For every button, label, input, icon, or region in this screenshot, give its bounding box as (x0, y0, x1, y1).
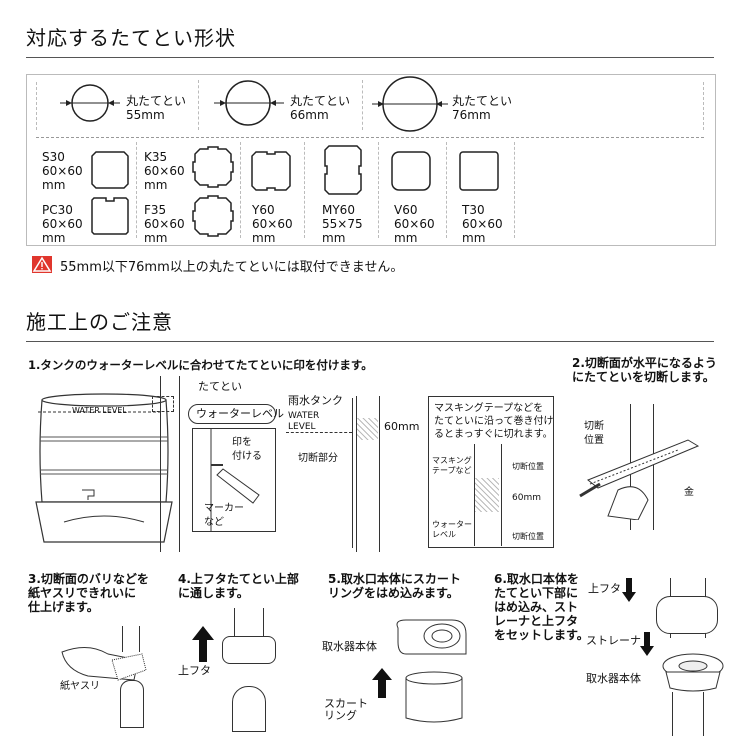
down-arrow-icon (622, 578, 636, 606)
rain-tank-label: 雨水タンク (288, 394, 343, 407)
shape-s30-label: S30 60×60 mm (42, 150, 83, 192)
step5-body-label: 取水器本体 (322, 640, 377, 653)
my60-outline (323, 144, 363, 196)
panel-divider (36, 137, 704, 139)
dim-60mm: 60mm (384, 420, 420, 433)
masking-tape-label: マスキング テープなど (432, 456, 472, 475)
f35-outline (192, 195, 234, 237)
masking-detail-box (428, 396, 554, 548)
cut-part-label: 切断部分 (298, 453, 338, 464)
shape-k35-label: K35 60×60 mm (144, 150, 185, 192)
mark-detail-box (192, 428, 276, 532)
y60-outline (250, 150, 292, 192)
strainer-drawing (658, 648, 728, 698)
shape-my60-label: MY60 55×75 mm (322, 203, 363, 245)
saw-label: 金 (684, 487, 694, 498)
section-title-shapes: 対応するたてとい形状 (26, 26, 236, 50)
masking-note: マスキングテープなどを たてといに沿って巻き付け るとまっすぐに切れます。 (434, 403, 554, 440)
skirt-label: スカート リング (324, 697, 368, 722)
v60-outline (390, 150, 432, 192)
shape-pc30-label: PC30 60×60 mm (42, 203, 83, 245)
round-pipe-76 (370, 76, 450, 136)
step6-body-label: 取水器本体 (586, 672, 641, 685)
title-divider (26, 57, 714, 58)
shape-v60-label: V60 60×60 mm (394, 203, 435, 245)
step6-text: 6.取水口本体を たてとい下部に はめ込み、スト レーナと上フタ をセットします… (494, 572, 589, 642)
step3-text: 3.切断面のバリなどを 紙ヤスリできれいに 仕上げます。 (28, 572, 149, 614)
down-arrow-icon-2 (640, 632, 654, 660)
up-arrow-icon (192, 626, 214, 666)
round-66-label: 丸たてとい 66mm (290, 94, 351, 122)
marker-label: マーカー など (204, 503, 244, 528)
lid-drawing (222, 636, 276, 664)
gutter-pipe-cut (356, 396, 380, 552)
strainer-label: ストレーナ (586, 634, 641, 647)
tank-water-level-label: WATER LEVEL (72, 406, 127, 415)
side-water-level-label: WATER LEVEL (288, 411, 320, 432)
warning-icon (32, 256, 52, 273)
step6-lid-drawing (656, 596, 718, 634)
cut-pos-bottom: 切断位置 (512, 532, 544, 541)
s30-outline (90, 150, 130, 190)
shapes-panel (26, 74, 716, 246)
notes-divider (26, 341, 714, 342)
section-title-notes: 施工上のご注意 (26, 310, 173, 334)
step2-text: 2.切断面が水平になるよう にたてといを切断します。 (572, 356, 717, 384)
step4-lid-label: 上フタ (178, 664, 211, 677)
sandpaper-label: 紙ヤスリ (60, 681, 100, 692)
dim-60mm-b: 60mm (512, 493, 541, 503)
shape-f35-label: F35 60×60 mm (144, 203, 185, 245)
gutter-label: たてとい (198, 380, 242, 393)
gutter-pipe (160, 376, 180, 552)
step4-text: 4.上フタたてとい上部 に通します。 (178, 572, 299, 600)
k35-outline (192, 146, 234, 188)
sandpaper-hand (58, 640, 148, 694)
water-level-small: ウォーター レベル (432, 520, 472, 539)
shape-t30-label: T30 60×60 mm (462, 203, 503, 245)
step1-text: 1.タンクのウォーターレベルに合わせてたてといに印を付けます。 (28, 358, 373, 372)
warning-text: 55mm以下76mm以上の丸たてといには取付できません。 (60, 260, 404, 275)
shape-y60-label: Y60 60×60 mm (252, 203, 293, 245)
t30-outline (458, 150, 500, 192)
round-pipe-55 (60, 83, 124, 127)
step6-lid-label: 上フタ (588, 582, 621, 595)
round-pipe-66 (214, 79, 286, 131)
saw-drawing (578, 410, 708, 524)
step2-cut-label: 切断 位置 (584, 421, 604, 446)
water-level-bubble: ウォーターレベル (196, 407, 284, 420)
pc30-outline (90, 196, 130, 236)
intake-body-drawing (392, 618, 472, 732)
round-76-label: 丸たてとい 76mm (452, 94, 513, 122)
up-arrow-icon-2 (372, 668, 392, 702)
mark-label: 印を 付ける (232, 437, 262, 462)
round-55-label: 丸たてとい 55mm (126, 94, 187, 122)
cut-pos-top: 切断位置 (512, 462, 544, 471)
rain-tank-drawing (34, 392, 184, 556)
step5-text: 5.取水口本体にスカート リングをはめ込みます。 (328, 572, 461, 600)
